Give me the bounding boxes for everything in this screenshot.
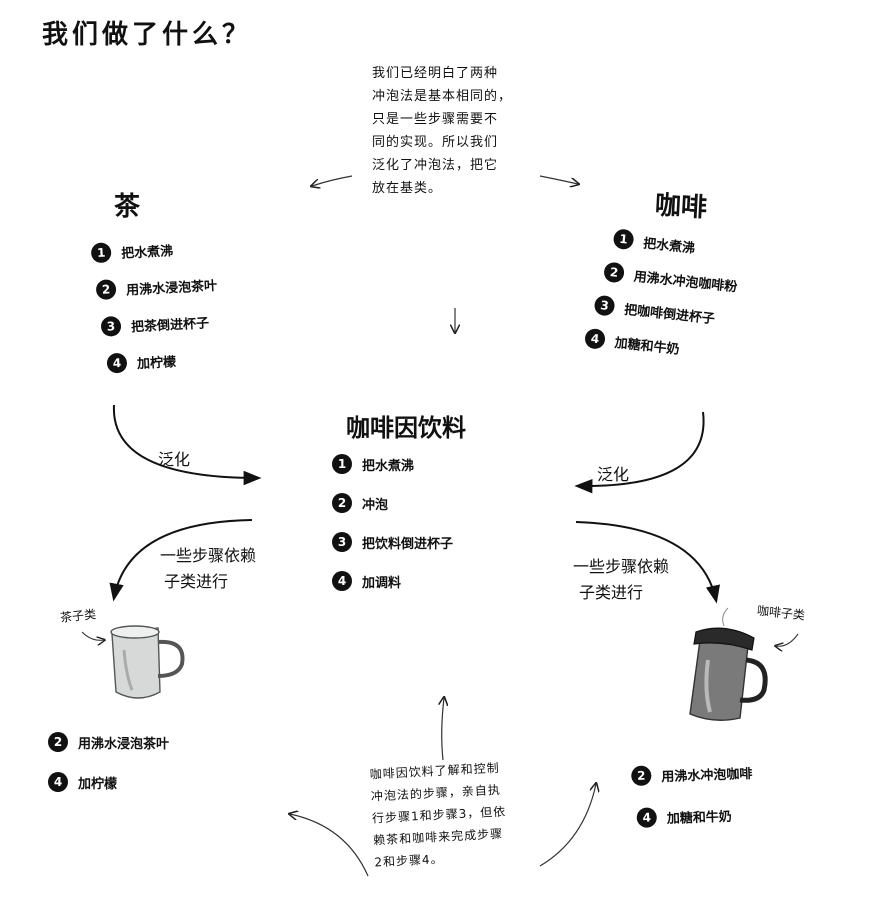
tea-heading: 茶 xyxy=(114,192,141,222)
arrow-note-to-tea xyxy=(312,175,353,186)
tea-step: 3 把茶倒进杯子 xyxy=(100,311,220,337)
step-number: 4 xyxy=(636,807,658,828)
bottom-note: 咖啡因饮料了解和控制 冲泡法的步骤，亲自执 行步骤1和步骤3，但依 赖茶和咖啡来… xyxy=(369,757,509,874)
step-text: 加柠檬 xyxy=(136,354,177,372)
coffee-subclass-steps: 2 用沸水冲泡咖啡 4 加糖和牛奶 xyxy=(630,762,754,828)
tea-subclass-steps: 2 用沸水浸泡茶叶 4 加柠檬 xyxy=(48,732,169,792)
coffee-mug-icon xyxy=(689,607,768,721)
curve-subclass-right xyxy=(575,521,720,604)
arrow-tea-sub xyxy=(81,631,104,640)
tea-steps: 1 把水煮沸 2 用沸水浸泡茶叶 3 把茶倒进杯子 4 加柠檬 xyxy=(90,237,222,374)
curve-subclass-left xyxy=(109,519,253,602)
step-text: 把茶倒进杯子 xyxy=(130,315,210,335)
arrow-coffee-sub xyxy=(776,633,799,646)
step-number: 4 xyxy=(332,571,352,591)
step-text: 用沸水冲泡咖啡 xyxy=(661,766,753,785)
step-number: 2 xyxy=(48,732,68,752)
curve-generalize-right xyxy=(574,411,705,494)
coffee-step: 2 用沸水冲泡咖啡粉 xyxy=(603,261,738,295)
step-text: 加调料 xyxy=(362,575,402,591)
subclass-right-label: 一些步骤依赖 子类进行 xyxy=(573,554,669,606)
beverage-steps: 1 把水煮沸 2 冲泡 3 把饮料倒进杯子 4 加调料 xyxy=(332,454,453,591)
step-number: 1 xyxy=(612,228,635,251)
beverage-step: 4 加调料 xyxy=(332,571,453,591)
step-text: 冲泡 xyxy=(362,497,389,513)
arrow-note-to-coffee xyxy=(539,175,578,184)
generalize-right-label: 泛化 xyxy=(597,465,630,484)
tea-subclass-step: 4 加柠檬 xyxy=(48,772,169,792)
page-title: 我们做了什么？ xyxy=(42,20,253,50)
step-number: 4 xyxy=(584,327,607,350)
coffee-heading: 咖啡 xyxy=(654,190,708,224)
top-note-line: 放在基类。 xyxy=(372,181,443,196)
top-note-line: 我们已经明白了两种 xyxy=(372,66,499,81)
step-text: 用沸水浸泡茶叶 xyxy=(125,278,218,299)
coffee-steps: 1 把水煮沸 2 用沸水冲泡咖啡粉 3 把咖啡倒进杯子 4 加糖和牛奶 xyxy=(584,227,742,363)
top-note-line: 冲泡法是基本相同的， xyxy=(372,89,513,104)
step-text: 用沸水冲泡咖啡粉 xyxy=(632,269,738,295)
step-number: 2 xyxy=(630,765,652,787)
subclass-left-line: 一些步骤依赖 xyxy=(160,546,257,565)
step-text: 把水煮沸 xyxy=(120,243,174,262)
tea-cup-icon xyxy=(110,625,185,699)
subclass-left-line: 子类进行 xyxy=(164,572,229,591)
step-number: 3 xyxy=(100,315,122,337)
beverage-step: 1 把水煮沸 xyxy=(332,454,453,474)
step-text: 把饮料倒进杯子 xyxy=(362,536,454,552)
tea-subclass-step: 2 用沸水浸泡茶叶 xyxy=(48,732,169,752)
subclass-right-line: 一些步骤依赖 xyxy=(573,557,670,576)
step-text: 用沸水浸泡茶叶 xyxy=(78,736,170,752)
top-note-line: 泛化了冲泡法，把它 xyxy=(372,158,499,173)
step-number: 2 xyxy=(95,279,117,301)
arrow-bottom-left xyxy=(290,814,369,877)
step-text: 把咖啡倒进杯子 xyxy=(623,302,716,327)
tea-step: 2 用沸水浸泡茶叶 xyxy=(95,274,218,301)
step-text: 把水煮沸 xyxy=(642,235,696,257)
step-text: 加柠檬 xyxy=(78,776,118,792)
step-text: 加糖和牛奶 xyxy=(666,809,733,827)
arrow-bottom-right xyxy=(539,784,596,867)
step-number: 3 xyxy=(332,532,352,552)
coffee-step: 3 把咖啡倒进杯子 xyxy=(593,294,735,330)
curve-generalize-left xyxy=(112,404,262,486)
step-number: 1 xyxy=(332,454,352,474)
subclass-left-label: 一些步骤依赖 子类进行 xyxy=(160,543,256,595)
beverage-step: 2 冲泡 xyxy=(332,493,453,513)
beverage-step: 3 把饮料倒进杯子 xyxy=(332,532,453,552)
step-number: 2 xyxy=(332,493,352,513)
top-note-line: 只是一些步骤需要不 xyxy=(372,112,499,127)
beverage-heading: 咖啡因饮料 xyxy=(346,414,466,442)
coffee-subclass-step: 2 用沸水冲泡咖啡 xyxy=(630,762,753,787)
step-number: 4 xyxy=(106,352,128,374)
step-number: 3 xyxy=(593,294,616,317)
top-note-line: 同的实现。所以我们 xyxy=(372,135,499,150)
step-number: 2 xyxy=(603,261,626,284)
step-number: 1 xyxy=(90,242,112,264)
step-text: 把水煮沸 xyxy=(362,458,415,474)
step-number: 4 xyxy=(48,772,68,792)
generalize-left-label: 泛化 xyxy=(158,450,191,469)
coffee-subclass-step: 4 加糖和牛奶 xyxy=(636,804,754,828)
top-note: 我们已经明白了两种 冲泡法是基本相同的， 只是一些步骤需要不 同的实现。所以我们… xyxy=(372,62,512,200)
arrow-bottom-up xyxy=(442,698,444,761)
subclass-right-line: 子类进行 xyxy=(579,583,644,602)
